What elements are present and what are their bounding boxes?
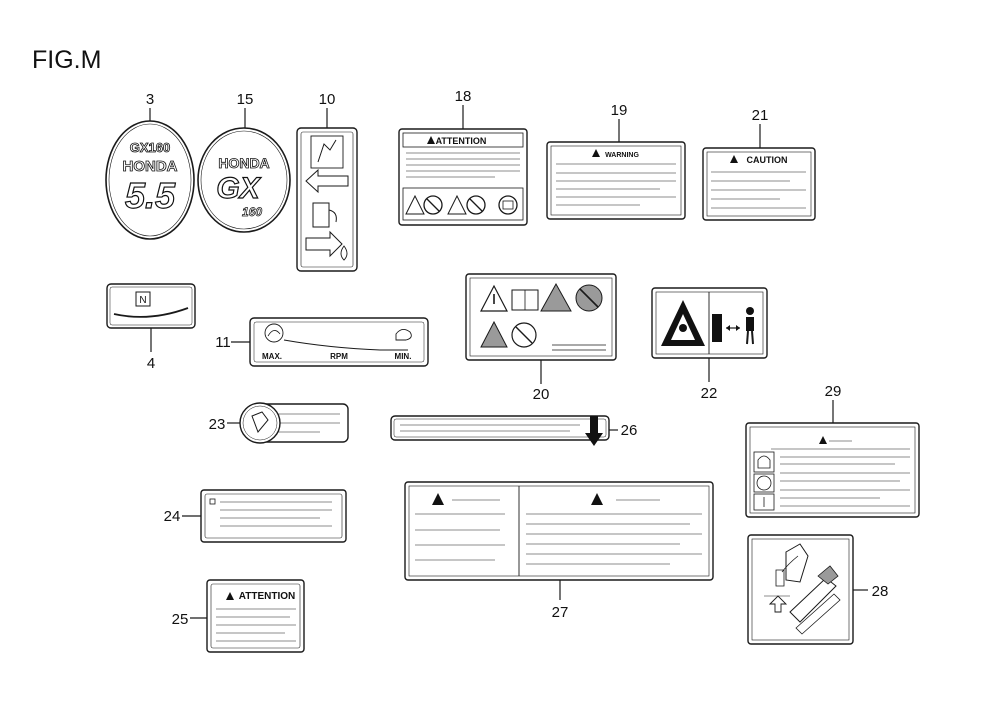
label-4-mark: N: [139, 295, 146, 306]
callout-22: 22: [701, 385, 718, 402]
label-15-model-text: 160: [242, 205, 262, 219]
label-19-header: WARNING: [605, 152, 639, 159]
label-part-29[interactable]: [745, 422, 920, 518]
label-part-10[interactable]: [296, 127, 358, 272]
label-3-brand-text: HONDA: [123, 158, 178, 175]
warning-triangle-icon: [819, 436, 827, 444]
up-arrow-icon: [768, 595, 788, 613]
rabbit-icon: [264, 323, 284, 343]
label-part-20[interactable]: [465, 273, 617, 361]
callout-18: 18: [455, 88, 472, 105]
label-15-series-text: GX: [216, 172, 261, 205]
callout-27: 27: [552, 604, 569, 621]
warning-triangle-icon: [432, 493, 444, 505]
label-part-27[interactable]: [404, 481, 714, 581]
callout-25: 25: [172, 611, 189, 628]
label-3-hp-text: 5.5: [125, 175, 176, 216]
callout-15: 15: [237, 91, 254, 108]
callout-24: 24: [164, 508, 181, 525]
label-part-26[interactable]: [390, 415, 610, 446]
figure-title: FIG.M: [32, 46, 102, 74]
lock-icon: [753, 451, 775, 473]
label-part-3[interactable]: GX160 HONDA 5.5: [105, 120, 195, 240]
turtle-icon: [395, 329, 412, 341]
warning-triangle-icon: [226, 592, 234, 600]
callout-20: 20: [533, 386, 550, 403]
label-part-22[interactable]: [651, 287, 768, 359]
label-part-19[interactable]: WARNING: [546, 141, 686, 220]
prohibited-icon: [753, 473, 775, 493]
no-open-flame-icon: [511, 322, 537, 348]
warning-triangle-icon: [591, 493, 603, 505]
warning-triangle-icon: [480, 284, 508, 312]
person-icon: [746, 307, 754, 315]
label-part-28[interactable]: [747, 534, 854, 645]
callout-28: 28: [872, 583, 889, 600]
label-part-21[interactable]: CAUTION: [702, 147, 816, 221]
label-11-min: MIN.: [395, 352, 412, 361]
part-symbol-icon: [251, 411, 269, 433]
callout-4: 4: [147, 355, 155, 372]
label-11-max: MAX.: [262, 352, 282, 361]
label-18-header: ATTENTION: [436, 136, 487, 146]
prohibition-icon: [423, 195, 443, 215]
book-icon: [498, 195, 518, 215]
hazard-triangle-icon: [405, 194, 425, 215]
callout-19: 19: [611, 102, 628, 119]
label-15-brand-text: HONDA: [218, 155, 269, 171]
callout-21: 21: [752, 107, 769, 124]
callout-3: 3: [146, 91, 154, 108]
label-part-11[interactable]: MAX. RPM MIN.: [249, 317, 429, 367]
fire-hazard-icon: [540, 282, 572, 312]
label-part-24[interactable]: [200, 489, 347, 543]
warning-triangle-icon: [592, 149, 600, 157]
label-11-rpm: RPM: [330, 352, 348, 361]
engine-icon: [712, 314, 722, 342]
callout-11: 11: [215, 334, 231, 351]
label-21-header: CAUTION: [747, 155, 788, 165]
label-part-23[interactable]: [239, 402, 349, 444]
label-part-18[interactable]: ATTENTION: [398, 128, 528, 226]
down-arrow-icon: [585, 416, 603, 446]
callout-26: 26: [621, 422, 638, 439]
fuel-tank-icon: [789, 577, 837, 623]
exhaust-hazard-icon: [480, 320, 508, 348]
book-icon: [753, 493, 775, 511]
label-part-15[interactable]: HONDA GX 160: [197, 127, 291, 233]
warning-triangle-icon: [427, 136, 435, 144]
warning-triangle-icon: [730, 155, 738, 163]
callout-29: 29: [825, 383, 842, 400]
callout-23: 23: [209, 416, 226, 433]
label-part-25[interactable]: ATTENTION: [206, 579, 305, 653]
label-3-model-text: GX160: [130, 140, 170, 155]
label-part-4[interactable]: N: [106, 283, 196, 329]
fuel-can-icon: [785, 543, 809, 583]
callout-10: 10: [319, 91, 336, 108]
label-25-header: ATTENTION: [239, 591, 295, 602]
